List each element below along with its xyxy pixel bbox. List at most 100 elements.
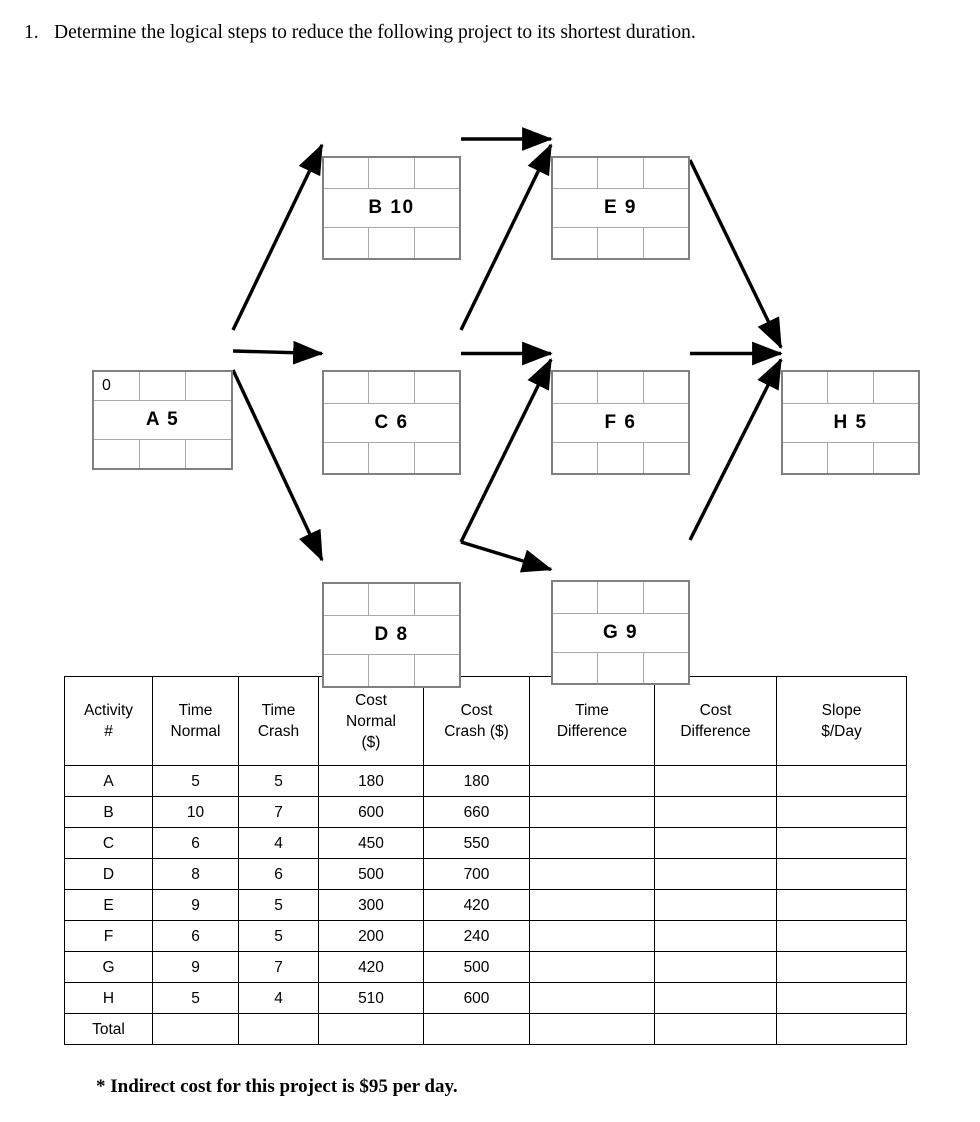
- node-label: H 5: [833, 411, 868, 433]
- crash-cell-r4-c1[interactable]: 9: [152, 889, 239, 921]
- crash-cell-r3-c3[interactable]: 500: [318, 858, 424, 890]
- crash-cell-r7-c0[interactable]: H: [64, 982, 153, 1014]
- crash-cell-r1-c1[interactable]: 10: [152, 796, 239, 828]
- crash-cell-r2-c5[interactable]: [529, 827, 655, 859]
- crash-cell-r5-c1[interactable]: 6: [152, 920, 239, 952]
- node-label-row: E 9: [553, 188, 688, 228]
- crash-cell-r8-c6[interactable]: [654, 1013, 777, 1045]
- crash-cell-r1-c4[interactable]: 660: [423, 796, 530, 828]
- crash-cell-r5-c4[interactable]: 240: [423, 920, 530, 952]
- crash-cell-r0-c6[interactable]: [654, 765, 777, 797]
- node-label-row: G 9: [553, 612, 688, 653]
- crash-cell-r3-c1[interactable]: 8: [152, 858, 239, 890]
- crash-cell-r0-c7[interactable]: [776, 765, 907, 797]
- crash-cell-r2-c6[interactable]: [654, 827, 777, 859]
- crash-cell-r6-c1[interactable]: 9: [152, 951, 239, 983]
- crash-cell-r2-c2[interactable]: 4: [238, 827, 319, 859]
- node-label-row: D 8: [324, 615, 459, 655]
- crash-cell-r0-c4[interactable]: 180: [423, 765, 530, 797]
- crash-cell-r6-c7[interactable]: [776, 951, 907, 983]
- crash-cell-r5-c3[interactable]: 200: [318, 920, 424, 952]
- crash-cell-r2-c3[interactable]: 450: [318, 827, 424, 859]
- crash-cell-r8-c4[interactable]: [423, 1013, 530, 1045]
- crash-cell-r3-c2[interactable]: 6: [238, 858, 319, 890]
- crash-cell-r2-c0[interactable]: C: [64, 827, 153, 859]
- network-edge-a-to-b: [231, 143, 324, 331]
- crash-cell-r7-c5[interactable]: [529, 982, 655, 1014]
- crash-cell-r0-c3[interactable]: 180: [318, 765, 424, 797]
- crash-cell-r7-c2[interactable]: 4: [238, 982, 319, 1014]
- crash-cell-r8-c2[interactable]: [238, 1013, 319, 1045]
- crash-cell-r3-c4[interactable]: 700: [423, 858, 530, 890]
- crash-cell-r4-c2[interactable]: 5: [238, 889, 319, 921]
- crash-cell-r0-c5[interactable]: [529, 765, 655, 797]
- crash-cell-r3-c6[interactable]: [654, 858, 777, 890]
- node-bottom-cell-2: [874, 443, 918, 474]
- crash-cell-r6-c4[interactable]: 500: [423, 951, 530, 983]
- question-text: Determine the logical steps to reduce th…: [54, 22, 696, 43]
- crash-cell-r5-c7[interactable]: [776, 920, 907, 952]
- crash-cell-r5-c6[interactable]: [654, 920, 777, 952]
- crash-cell-r8-c1[interactable]: [152, 1013, 239, 1045]
- crash-cell-r8-c5[interactable]: [529, 1013, 655, 1045]
- crash-cell-r8-c0[interactable]: Total: [64, 1013, 153, 1045]
- node-label: E 9: [603, 197, 638, 218]
- node-label: F 6: [604, 411, 637, 433]
- node-top-row: [324, 372, 459, 403]
- crash-cell-r2-c4[interactable]: 550: [423, 827, 530, 859]
- crash-cell-r7-c1[interactable]: 5: [152, 982, 239, 1014]
- crash-cell-r7-c4[interactable]: 600: [423, 982, 530, 1014]
- node-bottom-row: [324, 228, 459, 258]
- crash-cell-r7-c6[interactable]: [654, 982, 777, 1014]
- node-top-cell-0: [783, 372, 829, 403]
- crash-cell-r5-c0[interactable]: F: [64, 920, 153, 952]
- crash-cell-r6-c2[interactable]: 7: [238, 951, 319, 983]
- crash-cell-r6-c5[interactable]: [529, 951, 655, 983]
- crash-cell-r5-c2[interactable]: 5: [238, 920, 319, 952]
- node-label: G 9: [602, 621, 639, 643]
- crash-cell-r1-c0[interactable]: B: [64, 796, 153, 828]
- crash-cell-r5-c5[interactable]: [529, 920, 655, 952]
- crash-cell-r3-c7[interactable]: [776, 858, 907, 890]
- crash-cell-r4-c7[interactable]: [776, 889, 907, 921]
- crash-cell-r0-c2[interactable]: 5: [238, 765, 319, 797]
- crash-cell-r1-c7[interactable]: [776, 796, 907, 828]
- node-top-cell-1: [369, 158, 415, 188]
- crash-cell-r3-c5[interactable]: [529, 858, 655, 890]
- crash-cell-r1-c5[interactable]: [529, 796, 655, 828]
- crash-cell-r2-c7[interactable]: [776, 827, 907, 859]
- crash-cell-r8-c7[interactable]: [776, 1013, 907, 1045]
- header-line: Time: [261, 702, 296, 719]
- node-bottom-row: [324, 655, 459, 686]
- crash-cell-r7-c7[interactable]: [776, 982, 907, 1014]
- crash-cell-r6-c3[interactable]: 420: [318, 951, 424, 983]
- crash-table-header-0: Activity#: [64, 676, 153, 766]
- node-top-cell-0: [324, 372, 370, 403]
- crash-cell-r4-c4[interactable]: 420: [423, 889, 530, 921]
- crash-cell-r1-c2[interactable]: 7: [238, 796, 319, 828]
- crash-cell-r4-c5[interactable]: [529, 889, 655, 921]
- crash-cell-r1-c6[interactable]: [654, 796, 777, 828]
- crash-cell-r0-c0[interactable]: A: [64, 765, 153, 797]
- node-top-row: [324, 158, 459, 188]
- crash-cell-r6-c6[interactable]: [654, 951, 777, 983]
- crash-cell-r1-c3[interactable]: 600: [318, 796, 424, 828]
- crash-cell-r4-c0[interactable]: E: [64, 889, 153, 921]
- crash-cell-r3-c0[interactable]: D: [64, 858, 153, 890]
- crash-cell-r7-c3[interactable]: 510: [318, 982, 424, 1014]
- crash-cell-r6-c0[interactable]: G: [64, 951, 153, 983]
- crash-cell-r2-c1[interactable]: 6: [152, 827, 239, 859]
- crash-cell-r4-c3[interactable]: 300: [318, 889, 424, 921]
- node-bottom-cell-2: [186, 440, 231, 468]
- crash-cell-r8-c3[interactable]: [318, 1013, 424, 1045]
- crash-cell-r0-c1[interactable]: 5: [152, 765, 239, 797]
- node-bottom-cell-1: [369, 442, 415, 473]
- header-line: Crash ($): [444, 723, 509, 740]
- crash-cell-r4-c6[interactable]: [654, 889, 777, 921]
